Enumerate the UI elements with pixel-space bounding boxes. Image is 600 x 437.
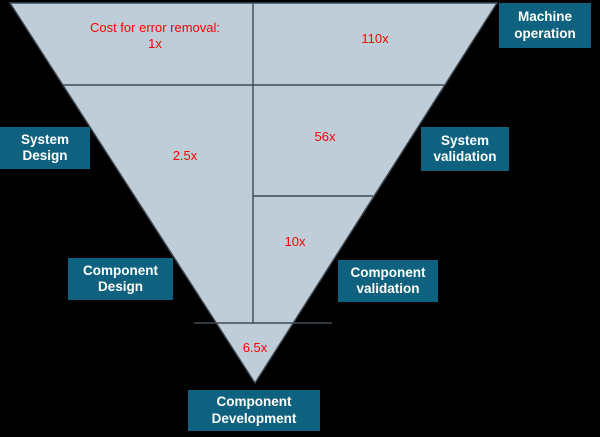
stage-box-component-validation[interactable]: Component validation [338,260,438,302]
cost-label-left-middle: 2.5x [172,148,198,163]
stage-box-system-validation[interactable]: System validation [421,127,509,171]
stage-box-system-design[interactable]: System Design [0,127,90,169]
cost-label-right-lower: 10x [284,234,306,249]
cost-label-right-top: 110x [361,31,389,46]
cost-label-bottom: 6.5x [242,340,268,355]
cost-label-right-middle: 56x [314,129,336,144]
stage-box-machine-operation[interactable]: Machine operation [499,3,591,48]
stage-box-component-development[interactable]: Component Development [188,390,320,431]
stage-box-component-design[interactable]: Component Design [68,258,173,300]
cost-label-left-top: Cost for error removal: 1x [89,20,221,52]
